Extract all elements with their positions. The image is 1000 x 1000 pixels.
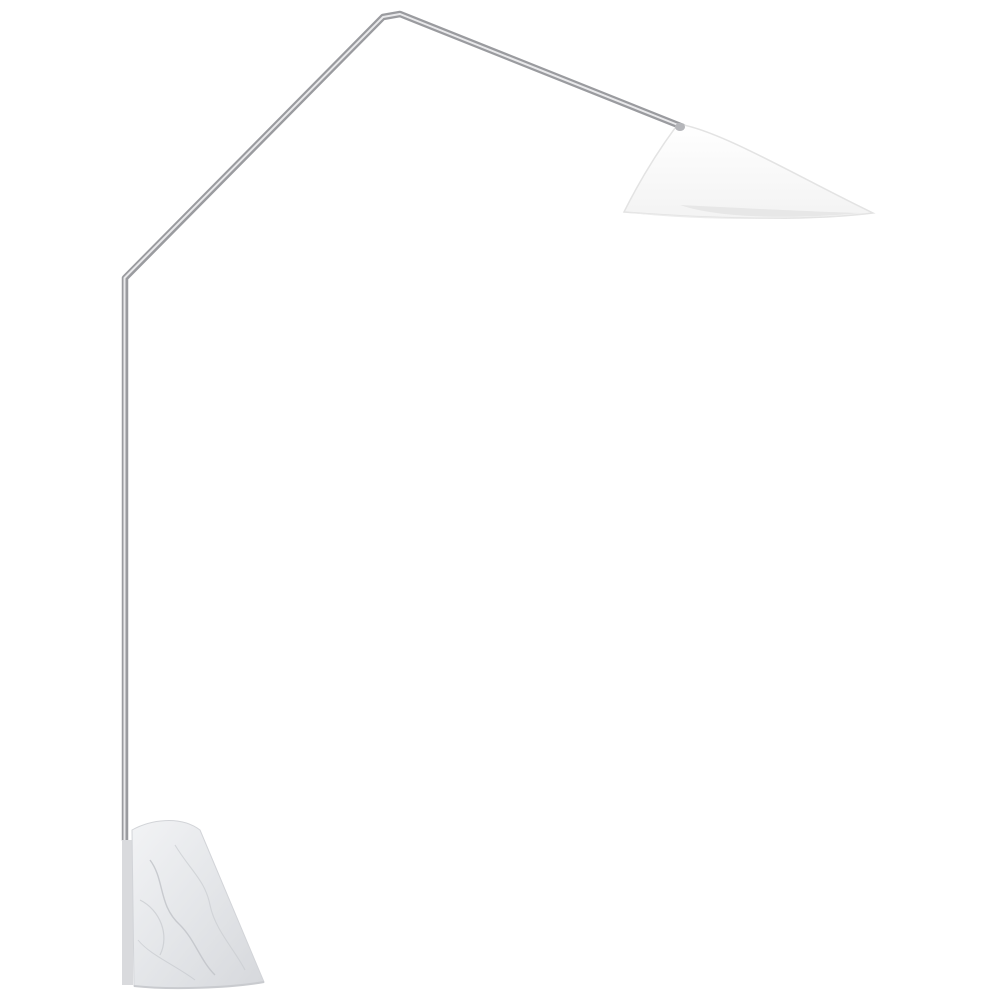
- lamp-shade: [622, 123, 876, 220]
- lamp-arm: [121, 10, 687, 844]
- marble-base: [122, 820, 265, 990]
